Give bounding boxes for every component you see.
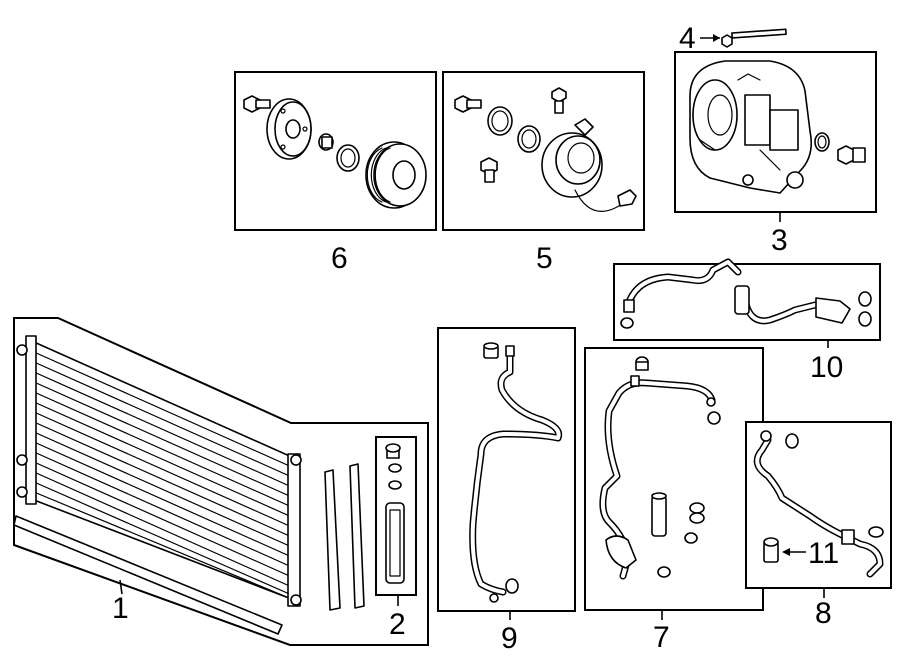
compressor-group: 4 3 (674, 22, 877, 257)
callout-11: 11 (808, 537, 839, 570)
clutch-assembly-group: 6 (234, 71, 437, 275)
liquid-line-group: 7 (584, 347, 764, 654)
callout-2: 2 (389, 608, 406, 641)
liquid-line (599, 375, 716, 580)
callout-8: 8 (815, 597, 832, 630)
compressor-o-ring (814, 132, 830, 152)
clutch-bolt (243, 95, 271, 113)
receiver-drier-group: 2 (375, 436, 417, 641)
discharge-hose-frame (437, 327, 576, 612)
condenser-side-seals (324, 463, 365, 611)
suction-hose (623, 258, 851, 325)
compressor-body (689, 60, 813, 194)
condenser-core (16, 335, 302, 607)
leader-1 (119, 579, 123, 595)
discharge-hose-o-ring (505, 578, 519, 594)
receiver-drier-parts (385, 443, 405, 584)
coil-mount-bolt (480, 157, 498, 183)
liquid-line-small-parts (635, 356, 721, 578)
callout-4: 4 (679, 22, 696, 55)
callout-10: 10 (810, 351, 843, 384)
suction-hose-group: 10 (613, 258, 881, 384)
compressor-bolt (721, 28, 787, 48)
evaporator-pipe (753, 430, 884, 578)
leader-4-arrow (713, 34, 720, 42)
clutch-coil-group: 5 (442, 71, 645, 275)
suction-hose-o-rings (620, 291, 872, 329)
discharge-hose-group: 9 (437, 327, 576, 655)
callout-6: 6 (331, 242, 348, 275)
callout-9: 9 (501, 622, 518, 655)
callout-5: 5 (536, 242, 553, 275)
leader-11-arrow (782, 548, 790, 556)
clutch-shim (318, 133, 334, 151)
clutch-snap-ring (336, 144, 360, 172)
condenser-lower-seal (13, 515, 283, 635)
compressor-relief-valve (837, 145, 866, 165)
coil-shim (517, 125, 541, 153)
coil-snap-ring (487, 106, 513, 136)
clutch-hub-plate (266, 98, 312, 160)
evaporator-pipe-o-rings (785, 433, 884, 538)
callout-7: 7 (653, 621, 670, 654)
coil-bolt (454, 95, 482, 113)
service-valve (763, 537, 779, 563)
field-coil (541, 118, 637, 212)
discharge-hose (469, 342, 563, 603)
callout-3: 3 (771, 224, 788, 257)
callout-1: 1 (112, 592, 129, 625)
condenser-group: 1 (13, 317, 429, 646)
evaporator-pipe-group: 11 8 (745, 421, 892, 630)
clutch-coil-frame (442, 71, 645, 231)
coil-screw (551, 87, 567, 114)
clutch-pulley (365, 141, 427, 209)
